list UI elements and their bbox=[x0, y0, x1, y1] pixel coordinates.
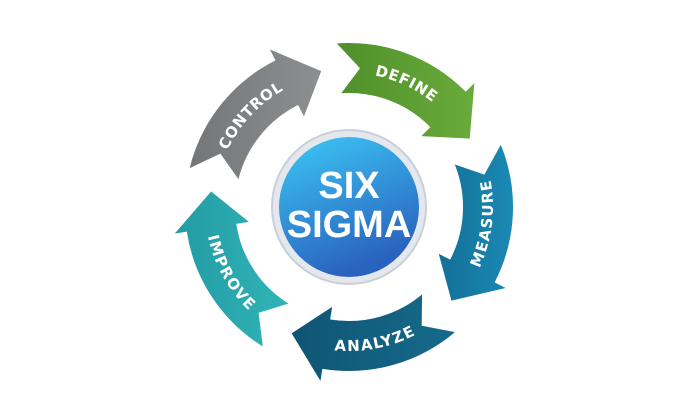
center-title-line2: SIGMA bbox=[287, 204, 412, 246]
arrow-shape bbox=[169, 188, 294, 351]
phase-arrow-measure: MEASURE bbox=[435, 140, 515, 303]
arrow-shape bbox=[186, 45, 324, 185]
arrow-shape bbox=[332, 41, 477, 141]
phase-arrow-analyze: ANALYZE bbox=[288, 290, 460, 387]
phase-arrow-control: CONTROL bbox=[186, 45, 324, 185]
arrow-shape bbox=[435, 140, 515, 303]
center-title-line1: SIX bbox=[318, 165, 380, 207]
phase-arrow-define: DEFINE bbox=[332, 41, 477, 141]
center-circle: SIX SIGMA bbox=[271, 129, 427, 285]
arrow-shape bbox=[288, 290, 460, 387]
